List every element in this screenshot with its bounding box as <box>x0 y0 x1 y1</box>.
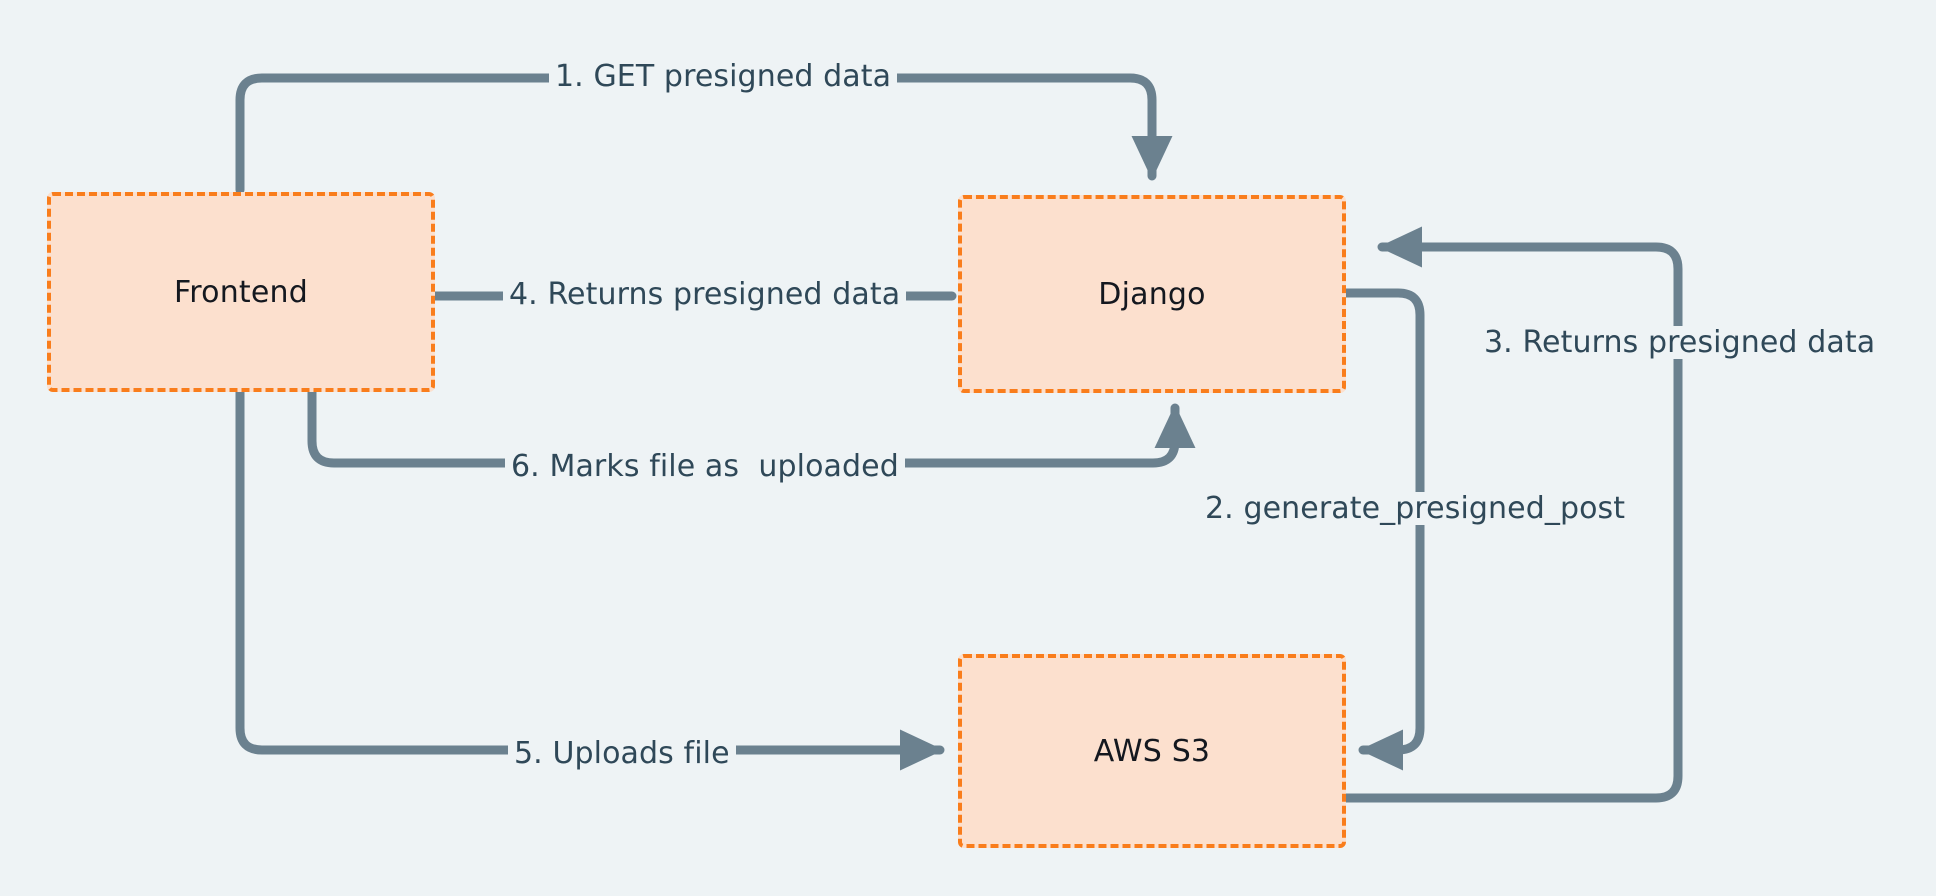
edge-label-1: 1. GET presigned data <box>549 60 898 93</box>
edge-label-4: 4. Returns presigned data <box>503 278 907 311</box>
edge-label-5: 5. Uploads file <box>508 737 736 770</box>
node-aws-s3[interactable]: AWS S3 <box>958 654 1346 848</box>
node-frontend-label: Frontend <box>174 274 308 310</box>
node-django-label: Django <box>1098 276 1206 312</box>
edge-label-3: 3. Returns presigned data <box>1478 326 1882 359</box>
node-django[interactable]: Django <box>958 195 1346 393</box>
connector-1-get-presigned-data <box>235 73 1173 195</box>
connector-3-returns-presigned-data <box>1340 226 1683 803</box>
node-aws-s3-label: AWS S3 <box>1093 733 1211 769</box>
edge-label-6: 6. Marks file as uploaded <box>505 450 905 483</box>
node-frontend[interactable]: Frontend <box>47 192 435 392</box>
connector-5-uploads-file <box>235 387 945 771</box>
edge-label-2: 2. generate_presigned_post <box>1199 492 1632 525</box>
